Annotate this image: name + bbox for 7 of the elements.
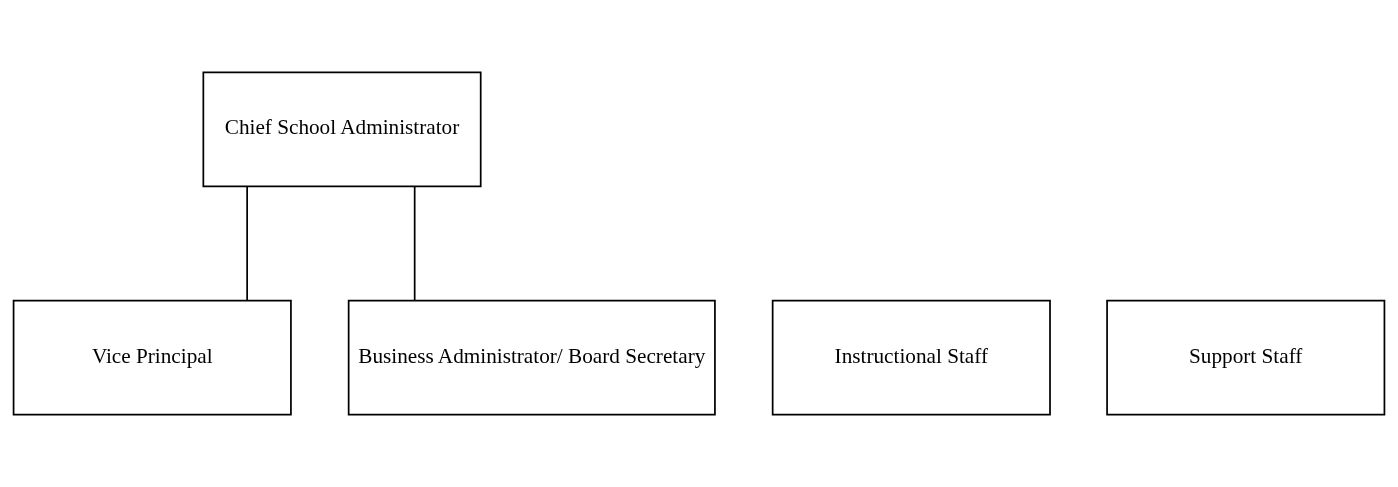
node-box: Instructional Staff bbox=[771, 299, 1051, 416]
connector bbox=[246, 186, 248, 302]
node-box: Chief School Administrator bbox=[202, 71, 482, 188]
connector bbox=[413, 186, 416, 302]
node-box: Business Administrator/ Board Secretary bbox=[347, 299, 716, 416]
node-box: Vice Principal bbox=[12, 299, 292, 416]
node-box: Support Staff bbox=[1106, 299, 1386, 416]
